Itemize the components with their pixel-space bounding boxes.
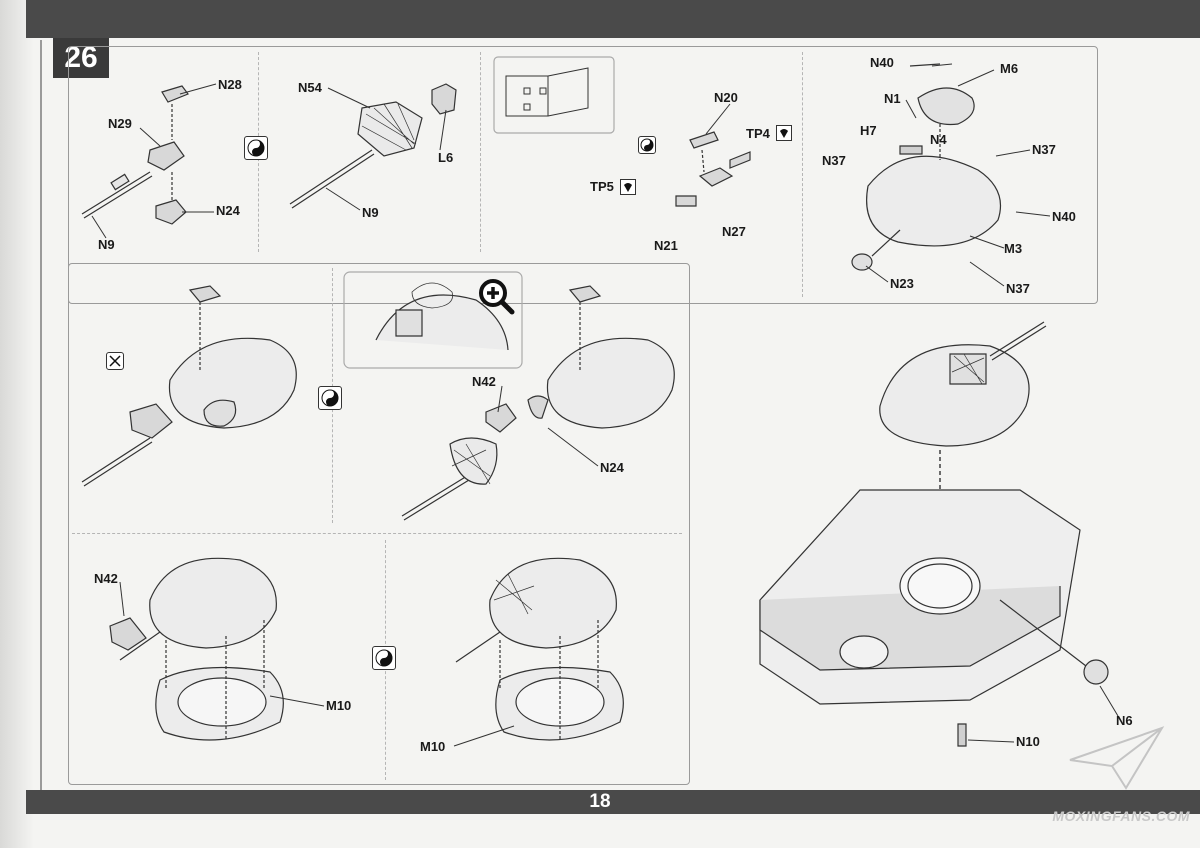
part-label: TP4 bbox=[746, 126, 770, 141]
part-label: N23 bbox=[890, 276, 914, 291]
page-edge-shadow bbox=[0, 0, 34, 848]
cut-off-icon bbox=[106, 352, 124, 370]
top-panel bbox=[68, 46, 1098, 304]
divider bbox=[72, 533, 682, 534]
part-label: M10 bbox=[420, 739, 446, 754]
part-label: N29 bbox=[108, 116, 132, 131]
part-label: N37 bbox=[1006, 281, 1030, 296]
part-label: N42 bbox=[472, 374, 496, 389]
part-label: N21 bbox=[654, 238, 678, 253]
part-n28 bbox=[161, 85, 189, 103]
part-label: H7 bbox=[860, 123, 877, 138]
part-label: N24 bbox=[216, 203, 240, 218]
paint-drop-icon bbox=[620, 179, 636, 195]
watermark-logo-icon bbox=[1066, 726, 1166, 790]
part-label: N24 bbox=[600, 460, 624, 475]
part-label: N20 bbox=[714, 90, 738, 105]
part-label: L6 bbox=[438, 150, 454, 165]
part-label: M10 bbox=[326, 698, 352, 713]
zoom-in-icon bbox=[476, 276, 516, 316]
part-label: N42 bbox=[94, 571, 118, 586]
yin-yang-icon bbox=[372, 646, 396, 670]
part-label: N40 bbox=[870, 55, 894, 70]
part-n24 bbox=[155, 199, 187, 225]
part-label: N54 bbox=[298, 80, 322, 95]
part-label: N4 bbox=[930, 132, 947, 147]
paint-drop-icon bbox=[776, 125, 792, 141]
yin-yang-icon bbox=[638, 136, 656, 154]
part-label: TP5 bbox=[590, 179, 614, 194]
divider bbox=[480, 52, 481, 252]
mantlet-n29 bbox=[147, 141, 185, 171]
page-number: 18 bbox=[589, 791, 611, 812]
part-label: N1 bbox=[884, 91, 901, 106]
part-label: N37 bbox=[822, 153, 846, 168]
part-label: N10 bbox=[1016, 734, 1040, 749]
top-bar bbox=[26, 0, 1200, 38]
part-label: N9 bbox=[98, 237, 115, 252]
part-label: M3 bbox=[1004, 241, 1023, 256]
part-label: N6 bbox=[1116, 713, 1133, 728]
spine-line bbox=[40, 40, 42, 790]
bottom-bar bbox=[26, 790, 1200, 814]
part-label: N37 bbox=[1032, 142, 1056, 157]
middle-panel bbox=[68, 263, 690, 785]
part-label: N9 bbox=[362, 205, 379, 220]
part-label: N40 bbox=[1052, 209, 1076, 224]
divider bbox=[802, 52, 803, 297]
part-label: N27 bbox=[722, 224, 746, 239]
watermark: MOXINGFANS.COM bbox=[1052, 808, 1190, 824]
gun-barrel-n9 bbox=[81, 171, 153, 219]
step-number-badge: 26 bbox=[53, 38, 109, 78]
part-label: N28 bbox=[218, 77, 242, 92]
yin-yang-icon bbox=[244, 136, 268, 160]
part-label: M6 bbox=[1000, 61, 1019, 76]
yin-yang-icon bbox=[318, 386, 342, 410]
